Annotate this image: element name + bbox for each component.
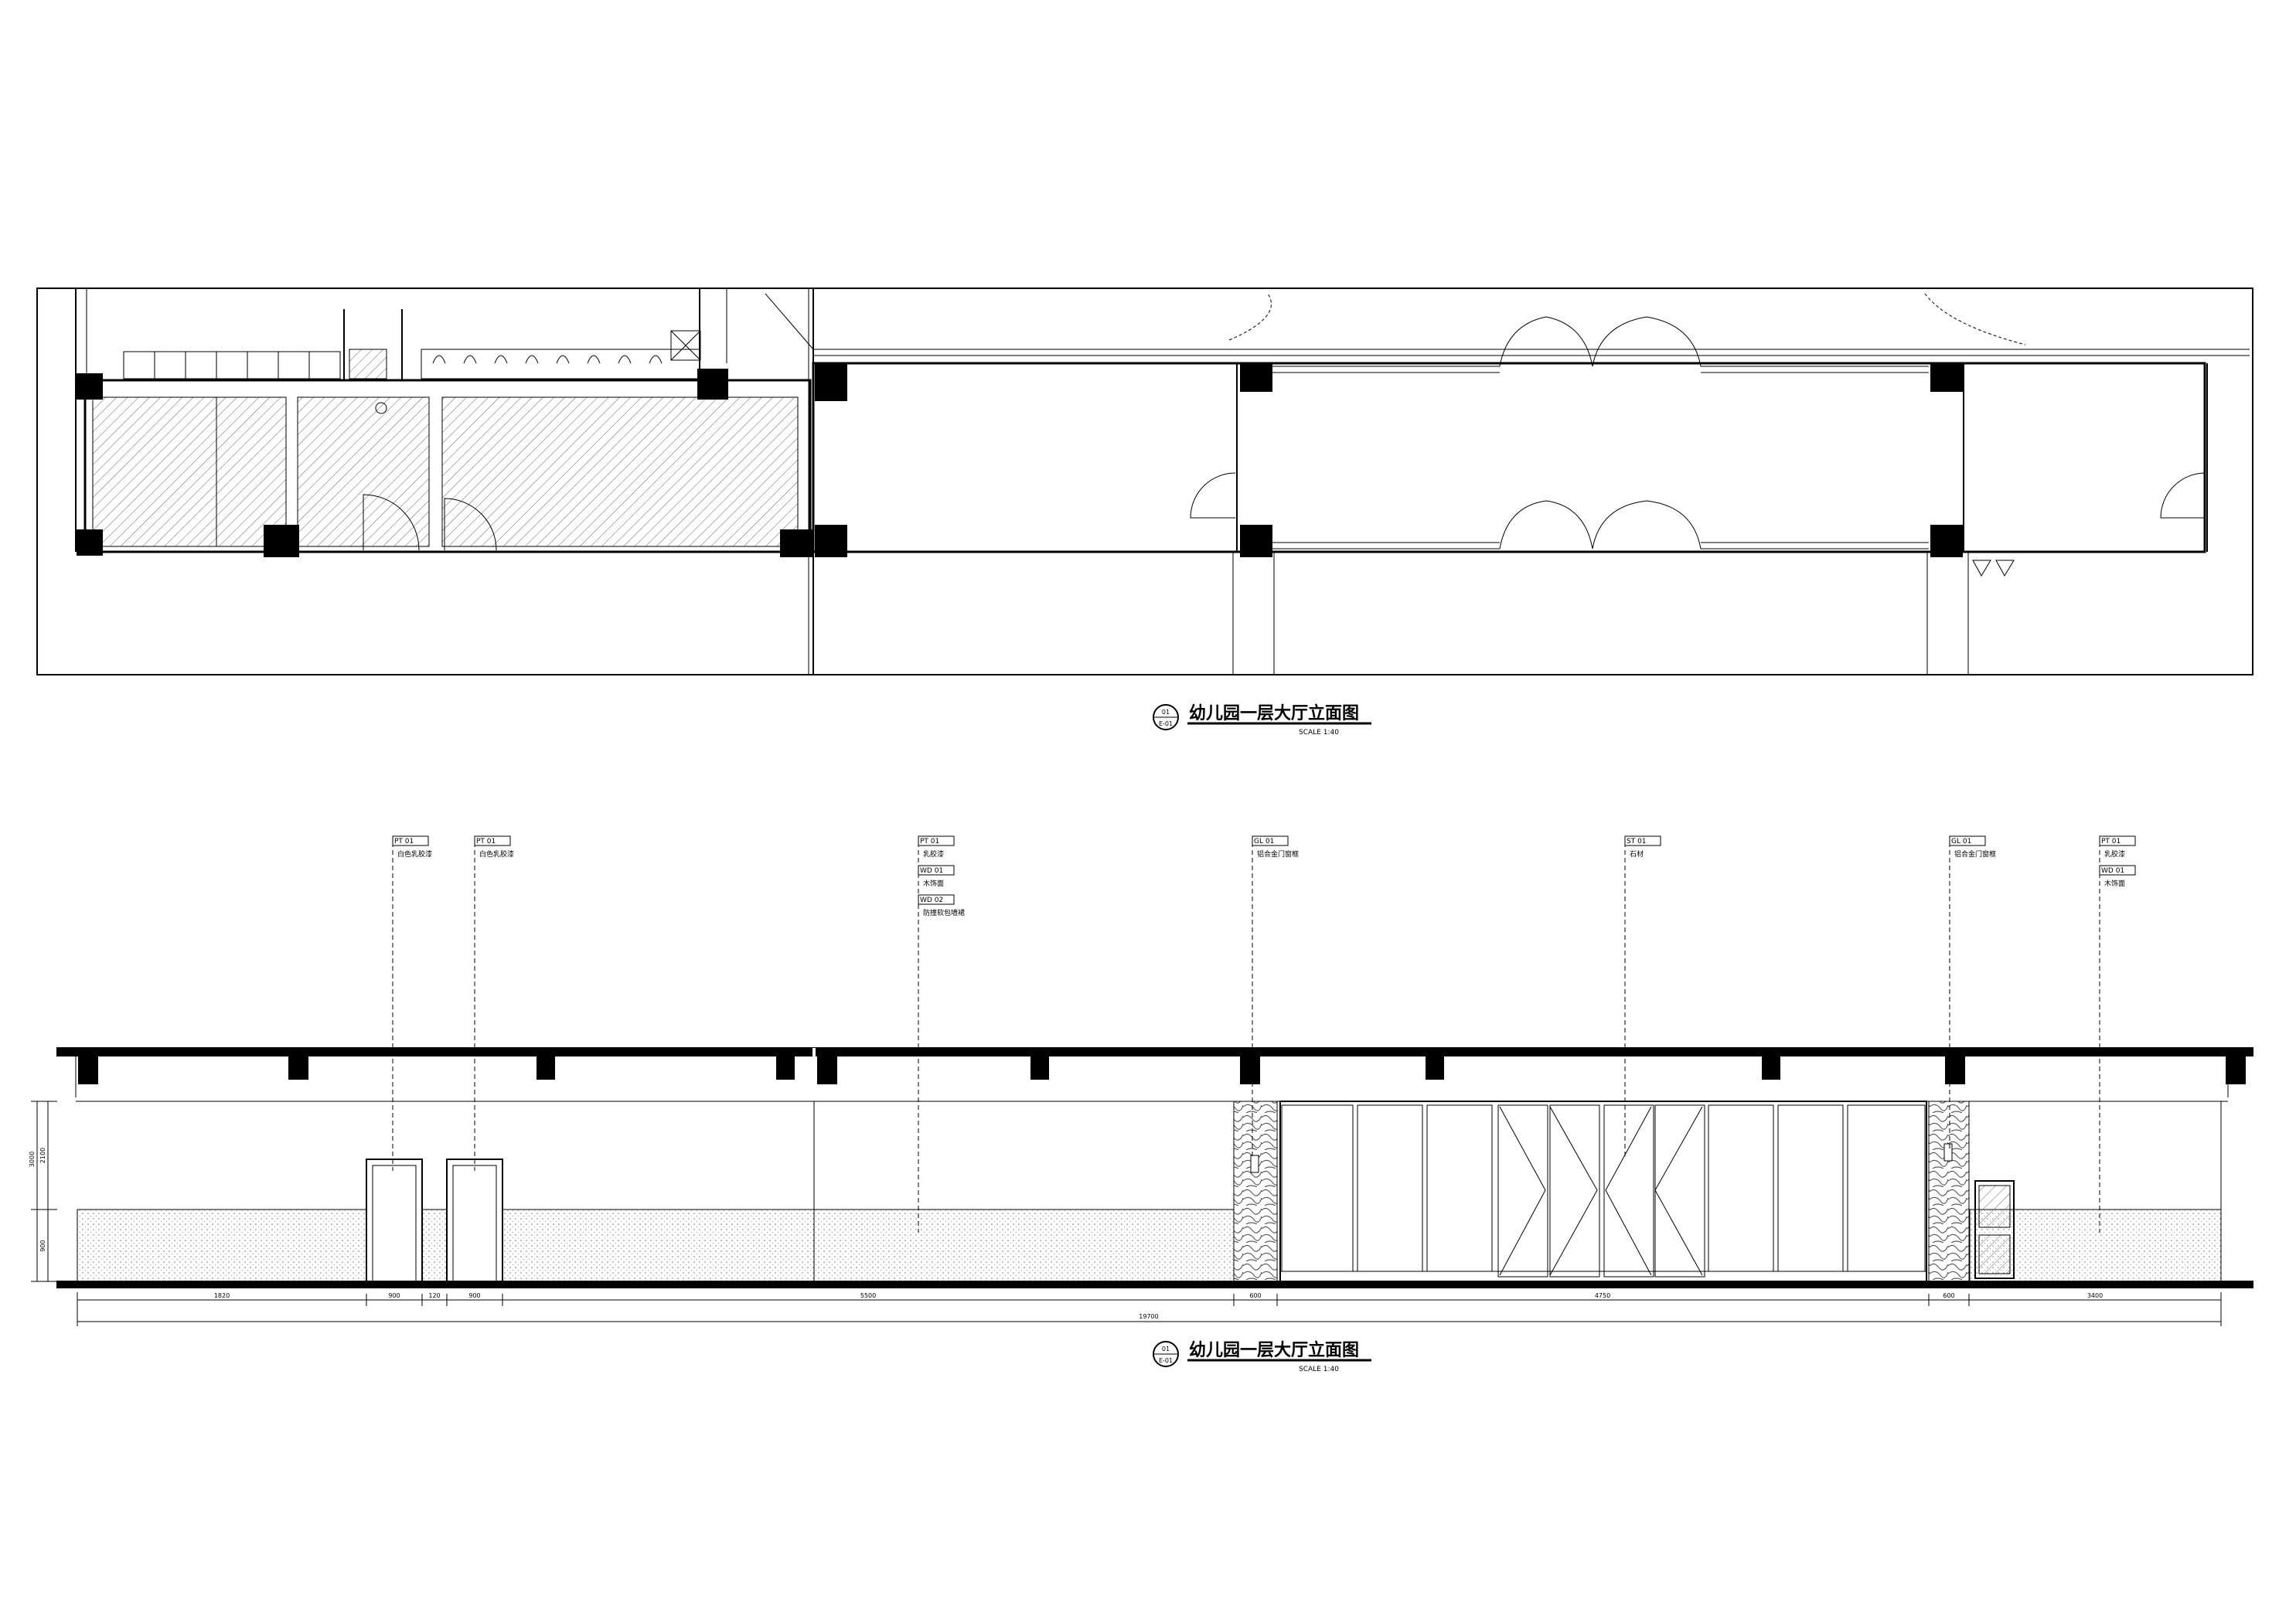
dim-9: 3400 (2087, 1292, 2103, 1299)
callout-1: PT 01 白色乳胶漆 (392, 835, 432, 859)
dim-3: 120 (428, 1292, 440, 1299)
height-dim-total: 3000 (29, 1152, 36, 1167)
dimension-texts: 1820 900 120 900 5500 600 4750 600 3400 … (29, 1148, 2103, 1320)
dim-2: 900 (388, 1292, 400, 1299)
dado-band-left (77, 1209, 1235, 1282)
svg-text:防撞软包墙裙: 防撞软包墙裙 (923, 908, 965, 917)
height-dim-lower: 900 (39, 1240, 46, 1251)
elevation-title: 幼儿园一层大厅立面图 (1189, 1340, 1359, 1360)
svg-text:WD 01: WD 01 (2101, 867, 2124, 875)
svg-text:GL 01: GL 01 (1951, 838, 1971, 846)
dado-band-right (1969, 1209, 2222, 1282)
callout-6: ST 01 石材 (1624, 835, 1661, 859)
svg-text:石材: 石材 (1630, 849, 1644, 859)
callout-5: GL 01 铝合金门窗框 (1252, 835, 1299, 859)
svg-text:PT 01: PT 01 (394, 838, 414, 846)
svg-text:PT 01: PT 01 (2101, 838, 2121, 846)
callout-10: WD 02 防撞软包墙裙 (918, 894, 965, 917)
elevation-title-block: 01 E-01 幼儿园一层大厅立面图 SCALE 1:40 (1153, 1340, 1371, 1373)
floor-plan (36, 288, 2253, 675)
elevation-tag-top: 01 (1162, 1346, 1170, 1352)
callout-7: GL 01 铝合金门窗框 (1949, 835, 1996, 859)
svg-text:木饰面: 木饰面 (2104, 879, 2125, 888)
height-dim-upper: 2100 (39, 1148, 46, 1163)
svg-text:PT 01: PT 01 (476, 838, 496, 846)
elevation-tag-bottom: E-01 (1159, 1357, 1173, 1364)
callout-2: PT 01 白色乳胶漆 (474, 835, 514, 859)
callout-9: WD 01 木饰面 (2099, 865, 2136, 888)
svg-text:铝合金门窗框: 铝合金门窗框 (1954, 849, 1996, 859)
callout-8: PT 01 乳胶漆 (2099, 835, 2136, 859)
dim-8: 600 (1943, 1292, 1954, 1299)
plan-title-block: 01 E-01 幼儿园一层大厅立面图 SCALE 1:40 (1153, 703, 1371, 737)
svg-text:GL 01: GL 01 (1254, 838, 1274, 846)
plan-title: 幼儿园一层大厅立面图 (1189, 703, 1359, 723)
svg-text:PT 01: PT 01 (920, 838, 939, 846)
svg-text:白色乳胶漆: 白色乳胶漆 (397, 849, 432, 859)
hatched-room-1 (92, 396, 287, 547)
svg-text:白色乳胶漆: 白色乳胶漆 (479, 849, 514, 859)
elevation (31, 842, 2253, 1326)
dim-1: 1820 (214, 1292, 230, 1299)
svg-text:ST 01: ST 01 (1627, 838, 1647, 846)
display-cabinet (1974, 1180, 2015, 1279)
callout-3: PT 01 乳胶漆 (918, 835, 955, 859)
callout-4: WD 01 木饰面 (918, 865, 955, 888)
svg-text:乳胶漆: 乳胶漆 (2104, 849, 2125, 859)
plan-frame (36, 288, 2253, 675)
dim-6: 600 (1249, 1292, 1261, 1299)
svg-text:WD 02: WD 02 (920, 897, 943, 904)
dim-4: 900 (468, 1292, 480, 1299)
stone-pillar-right (1928, 1101, 1970, 1282)
elevation-scale: SCALE 1:40 (1299, 1366, 1339, 1373)
plan-tag-top: 01 (1162, 709, 1170, 716)
svg-text:WD 01: WD 01 (920, 867, 943, 875)
plan-left-wing (83, 379, 812, 553)
door-2 (446, 1159, 503, 1282)
door-1 (366, 1159, 423, 1282)
hatched-room-3 (441, 396, 799, 547)
dim-5: 5500 (860, 1292, 876, 1299)
floor-line (56, 1281, 2253, 1288)
plan-tag-bottom: E-01 (1159, 720, 1173, 727)
plan-scale: SCALE 1:40 (1299, 729, 1339, 737)
plan-right-wing (812, 362, 2206, 553)
dim-total: 19700 (1139, 1313, 1158, 1320)
glass-curtain-wall (1279, 1101, 1927, 1282)
svg-text:乳胶漆: 乳胶漆 (923, 849, 944, 859)
stone-pillar-left (1233, 1101, 1278, 1282)
svg-text:铝合金门窗框: 铝合金门窗框 (1257, 849, 1299, 859)
dim-7: 4750 (1595, 1292, 1610, 1299)
svg-text:木饰面: 木饰面 (923, 879, 944, 888)
